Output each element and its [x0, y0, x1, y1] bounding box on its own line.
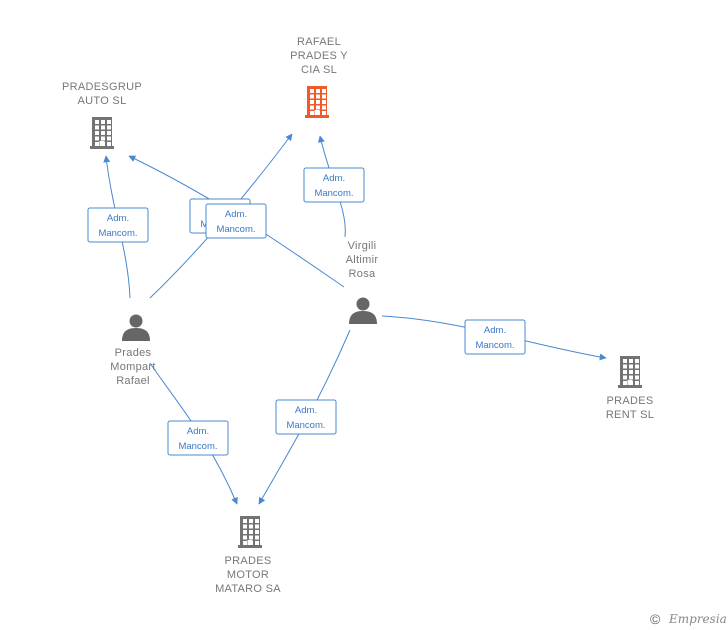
edge-label-virgili-altimir-rosa-to-prades-rent-sl[interactable]: Adm. Mancom.	[464, 319, 526, 355]
node-label-line: AUTO SL	[78, 95, 127, 107]
edge-label-line: Mancom.	[178, 441, 217, 452]
edge-label-box	[303, 167, 365, 203]
node-label-line: Altimir	[346, 254, 379, 266]
edge-label-line: Mancom.	[475, 340, 514, 351]
edge-label-box	[167, 420, 229, 456]
edge-label-line: Mancom.	[216, 224, 255, 235]
node-pradesgrup-auto-sl[interactable]: PRADESGRUP AUTO SL	[62, 81, 142, 149]
node-label-line: Rafael	[116, 375, 150, 387]
edge-label-line: Adm.	[187, 426, 209, 437]
person-icon	[349, 297, 377, 324]
node-label-line: Rosa	[349, 268, 376, 280]
node-label-line: CIA SL	[301, 64, 337, 76]
edge-label-virgili-altimir-rosa-to-prades-motor-mataro-sa[interactable]: Adm. Mancom.	[275, 399, 337, 435]
node-label-line: Virgili	[348, 240, 377, 252]
edge-label-prades-mompart-rafael-to-pradesgrup-auto-sl[interactable]: Adm. Mancom.	[87, 207, 149, 243]
node-label-line: RENT SL	[606, 409, 654, 421]
edge-label-box	[275, 399, 337, 435]
edge-label-line: Adm.	[225, 209, 247, 220]
edge-label-line: Adm.	[484, 325, 506, 336]
brand-logo[interactable]: Empresia	[668, 612, 727, 626]
edge-label-virgili-altimir-rosa-to-rafael-prades-y-cia-sl[interactable]: Adm. Mancom.	[303, 167, 365, 203]
node-label-line: PRADES	[606, 395, 653, 407]
edge-label-line: Adm.	[323, 173, 345, 184]
footer: © Empresia	[650, 611, 727, 627]
edge-label-line: Mancom.	[286, 420, 325, 431]
node-rafael-prades-y-cia-sl[interactable]: RAFAEL PRADES Y CIA SL	[290, 36, 348, 118]
node-label-line: Prades	[115, 347, 152, 359]
edge-labels-layer: Adm. Mancom. Adm. Mancom. Adm. Mancom. Adm. Man…	[87, 167, 526, 456]
edge-label-line: Adm.	[295, 405, 317, 416]
edge-label-box	[205, 203, 267, 239]
person-icon	[122, 314, 150, 341]
node-label-line: PRADESGRUP	[62, 81, 142, 93]
nodes-layer: RAFAEL PRADES Y CIA SL PRADESGRUP AUTO SL Vir…	[62, 36, 654, 595]
node-label-line: RAFAEL	[297, 36, 341, 48]
node-label-line: PRADES	[224, 555, 271, 567]
edge-label-line: Mancom.	[314, 188, 353, 199]
edge-label-prades-mompart-rafael-to-rafael-prades-y-cia-sl[interactable]: Adm. Mancom.	[205, 203, 267, 239]
building-icon	[618, 356, 642, 388]
building-icon	[305, 86, 329, 118]
edge-label-line: Mancom.	[98, 228, 137, 239]
node-prades-motor-mataro-sa[interactable]: PRADES MOTOR MATARO SA	[215, 516, 281, 595]
edge-label-line: Adm.	[107, 213, 129, 224]
edge-label-box	[87, 207, 149, 243]
edge-label-prades-mompart-rafael-to-prades-motor-mataro-sa[interactable]: Adm. Mancom.	[167, 420, 229, 456]
building-icon	[90, 117, 114, 149]
node-prades-rent-sl[interactable]: PRADES RENT SL	[606, 356, 654, 421]
node-label-line: MATARO SA	[215, 583, 281, 595]
node-label-line: PRADES Y	[290, 50, 348, 62]
node-label-line: MOTOR	[227, 569, 269, 581]
edge-label-box	[464, 319, 526, 355]
node-label-line: Mompart	[110, 361, 156, 373]
copyright-symbol: ©	[650, 611, 661, 627]
building-icon	[238, 516, 262, 548]
